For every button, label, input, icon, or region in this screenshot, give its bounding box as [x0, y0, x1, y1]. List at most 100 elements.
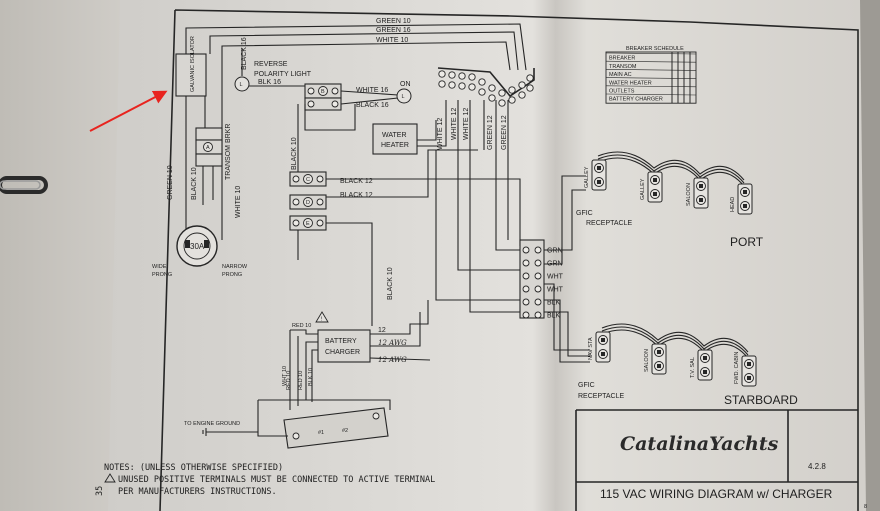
- wire-label-green16: GREEN 16: [376, 27, 411, 34]
- receptacle-label: FWD. CABIN: [734, 352, 740, 384]
- strip-terminal: [438, 80, 446, 88]
- on-label: ON: [400, 81, 411, 88]
- water-heater-line1: WATER: [382, 132, 407, 139]
- breaker-d-label: D: [306, 200, 310, 206]
- engine-ground-label: TO ENGINE GROUND: [184, 421, 240, 427]
- strip-terminal: [448, 71, 456, 79]
- wire-label-black12-c: BLACK 12: [340, 178, 373, 185]
- svg-text:L: L: [240, 82, 243, 88]
- reverse-polarity-line1: REVERSE: [254, 61, 288, 68]
- wire-label-blk10: BLK 10: [308, 368, 314, 386]
- receptacle-label: GALLEY: [584, 166, 590, 188]
- terminal-label-grn: GRN: [547, 248, 563, 255]
- wide-prong-line2: PRONG: [152, 272, 172, 278]
- receptacle-icon: [647, 171, 663, 203]
- receptacle-icon: [741, 355, 757, 387]
- schedule-row: MAIN AC: [609, 72, 632, 78]
- wire-label-red10-top: RED 10: [292, 323, 311, 329]
- strip-terminal: [478, 88, 486, 96]
- water-heater: WATER HEATER: [372, 120, 447, 155]
- wire-label-white12-c: WHITE 12: [463, 108, 470, 140]
- strip-terminal: [508, 96, 516, 104]
- schedule-row: BATTERY CHARGER: [609, 97, 663, 103]
- strip-terminal: [448, 81, 456, 89]
- block-terminal: [522, 272, 530, 280]
- battery-charger-line1: BATTERY: [325, 338, 357, 345]
- receptacle-icon: [591, 159, 607, 191]
- strip-terminal: [498, 99, 506, 107]
- strip-terminal: [526, 74, 534, 82]
- notes-line1: NOTES: (UNLESS OTHERWISE SPECIFIED): [104, 463, 283, 473]
- narrow-prong-line2: PRONG: [222, 272, 242, 278]
- receptacle-icon: [693, 177, 709, 209]
- feeder-wires: GREEN 10 GREEN 16 WHITE 10: [185, 18, 527, 190]
- breaker-e-label: E: [306, 221, 310, 227]
- shore-power-inlet: 30A WIDE PRONG NARROW PRONG: [152, 200, 248, 278]
- schedule-row: TRANSOM: [609, 64, 637, 70]
- water-heater-line2: HEATER: [381, 142, 409, 149]
- receptacle-wire: [597, 154, 745, 184]
- block-terminal: [534, 272, 542, 280]
- receptacle-icon: [737, 183, 753, 215]
- switch-pos2: #2: [342, 428, 348, 434]
- port-gfic-label: GFIC: [576, 210, 593, 217]
- strip-terminal: [488, 94, 496, 102]
- starboard-receptacle-label: RECEPTACLE: [578, 393, 624, 400]
- wire-label-wht10: WHT 10: [282, 366, 288, 386]
- wire-label-black16-b: BLACK 16: [356, 102, 389, 109]
- schedule-row: OUTLETS: [609, 89, 635, 95]
- receptacle-label: GALLEY: [640, 178, 646, 200]
- inlet-rating: 30A: [190, 242, 205, 251]
- galvanic-isolator: GALVANIC ISOLATOR: [175, 36, 207, 97]
- block-terminal: [534, 311, 542, 319]
- starboard-side-label: STARBOARD: [724, 393, 798, 407]
- notes-line3: PER MANUFACTURERS INSTRUCTIONS.: [118, 487, 277, 497]
- wire-label-12: 12: [378, 327, 386, 334]
- main-breaker-b: B: [304, 83, 342, 111]
- notes-margin-num: 35: [95, 486, 105, 496]
- receptacle-wire: [601, 326, 749, 356]
- strip-terminal: [468, 73, 476, 81]
- reverse-polarity-line2: POLARITY LIGHT: [254, 71, 312, 78]
- wire-label-black12-d: BLACK 12: [340, 192, 373, 199]
- block-terminal: [522, 311, 530, 319]
- terminal-label-wht: WHT: [547, 287, 564, 294]
- schedule-row: WATER HEATER: [609, 80, 652, 86]
- receptacle-wire: [597, 157, 745, 187]
- drawing-number: 4.2.8: [808, 462, 826, 471]
- receptacle-label: SALOON: [644, 349, 650, 372]
- brand-logo: CatalinaYachts: [620, 433, 779, 455]
- svg-text:L: L: [402, 94, 405, 100]
- battery-charger-line2: CHARGER: [325, 349, 360, 356]
- wire-label-green10-top: GREEN 10: [376, 18, 411, 25]
- receptacle-label: NAV STA: [588, 337, 594, 360]
- notes-block: NOTES: (UNLESS OTHERWISE SPECIFIED) UNUS…: [95, 463, 435, 497]
- strip-terminal: [498, 89, 506, 97]
- wire-label-green12-b: GREEN 12: [501, 115, 508, 150]
- receptacle-icon: [595, 331, 611, 363]
- block-terminal: [522, 298, 530, 306]
- ac-terminal-strip: WHITE 12 WHITE 12 WHITE 12 GREEN 12 GREE…: [437, 67, 535, 290]
- breaker-a-label: A: [206, 145, 210, 151]
- strip-terminal: [458, 82, 466, 90]
- page-mark: 8: [864, 504, 867, 510]
- block-terminal: [534, 246, 542, 254]
- breaker-schedule-title: BREAKER SCHEDULE: [626, 46, 684, 52]
- breaker-bus: BLACK 10: [291, 104, 356, 178]
- binder-ring: [0, 176, 48, 194]
- wire-label-green12-a: GREEN 12: [487, 115, 494, 150]
- notes-line2: UNUSED POSITIVE TERMINALS MUST BE CONNEC…: [118, 475, 435, 485]
- block-terminal: [522, 285, 530, 293]
- receptacle-wire: [597, 151, 745, 181]
- terminal-label-wht: WHT: [547, 274, 564, 281]
- breaker-e: E BLACK 10: [289, 215, 394, 326]
- transom-breaker-a: A TRANSOM BRKR GREEN 10 BLACK 10 WHITE 1…: [167, 96, 242, 240]
- on-light: L ON WHITE 16 BLACK 16: [340, 81, 412, 109]
- breaker-c: C BLACK 12: [289, 171, 521, 246]
- wire-label-green10-left: GREEN 10: [167, 165, 174, 200]
- red-arrow-icon: [89, 90, 168, 132]
- strip-terminal: [518, 91, 526, 99]
- wire-label-black10-e: BLACK 10: [387, 267, 394, 300]
- strip-terminal: [478, 78, 486, 86]
